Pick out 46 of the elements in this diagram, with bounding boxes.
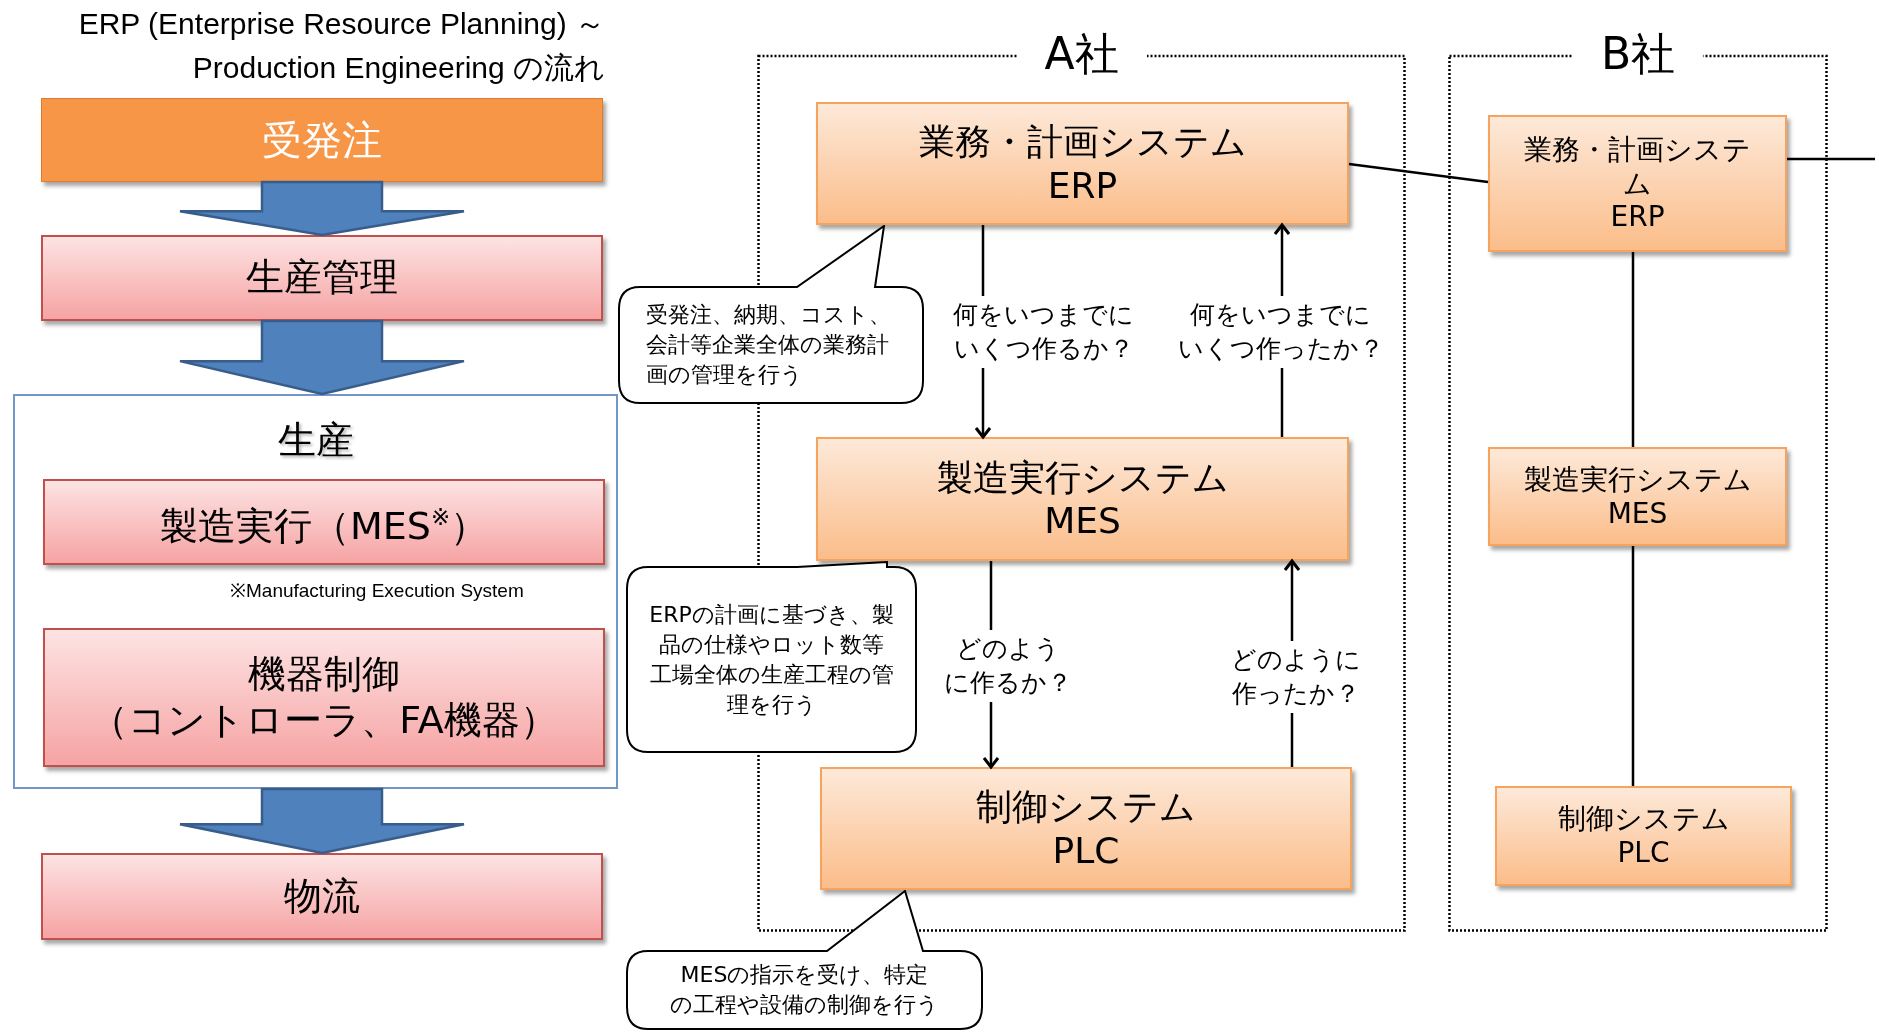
speech-bubble xyxy=(626,561,917,753)
connector-line xyxy=(1631,252,1635,447)
box-label: 製造実行システム xyxy=(936,455,1229,499)
title: ERP (Enterprise Resource Planning) ～Production Engineering の流れ xyxy=(77,6,605,86)
speech-bubble xyxy=(618,225,924,404)
stage-box xyxy=(41,235,603,321)
box-label: PLC xyxy=(1616,836,1671,870)
box-label: 製造実行システム xyxy=(1522,462,1753,497)
box-label: ERP xyxy=(1609,200,1666,234)
callout-text: MESの指示を受け、特定の工程や設備の制御を行う xyxy=(669,961,940,1019)
system-box xyxy=(1488,115,1787,252)
box-label: PLC xyxy=(1052,828,1120,872)
stage-box xyxy=(43,479,605,565)
box-label: 物流 xyxy=(284,873,360,920)
box-label: 制御システム xyxy=(1556,802,1731,836)
system-box xyxy=(816,437,1349,561)
callout-text: ERPの計画に基づき、製品の仕様やロット数等工場全体の生産工程の管理を行う xyxy=(649,600,894,719)
box-label: 業務・計画システム xyxy=(1523,133,1752,201)
system-box xyxy=(1488,447,1787,546)
block-arrow xyxy=(178,787,466,855)
box-label: MES xyxy=(1044,499,1121,543)
callout-text: 受発注、納期、コスト、会計等企業全体の業務計画の管理を行う xyxy=(646,301,892,389)
box-label: 受発注 xyxy=(262,116,382,164)
box-label: （コントローラ、FA機器） xyxy=(90,697,558,744)
stage-box xyxy=(43,628,605,767)
box-label: 生産管理 xyxy=(246,255,398,301)
system-box xyxy=(816,102,1349,225)
box-label: 製造実行（MES$^{※}$） xyxy=(160,502,488,550)
block-arrow xyxy=(178,180,466,237)
stage-box xyxy=(41,98,603,182)
group-label: 生産 xyxy=(276,417,355,464)
box-label: 機器制御 xyxy=(248,651,400,698)
connector-line xyxy=(1631,546,1635,786)
box-label: ERP xyxy=(1047,163,1118,207)
footnote: ※Manufacturing Execution System xyxy=(230,579,525,603)
box-label: 制御システム xyxy=(976,785,1196,829)
box-label: MES xyxy=(1606,496,1669,531)
system-box xyxy=(820,767,1352,890)
stage-box xyxy=(41,853,603,940)
connector-line xyxy=(1787,157,1875,161)
box-label: 業務・計画システム xyxy=(918,120,1247,164)
block-arrow xyxy=(178,319,466,396)
system-box xyxy=(1495,786,1792,886)
connector-line xyxy=(1348,162,1489,184)
speech-bubble xyxy=(626,890,983,1030)
stage-group xyxy=(13,394,618,789)
